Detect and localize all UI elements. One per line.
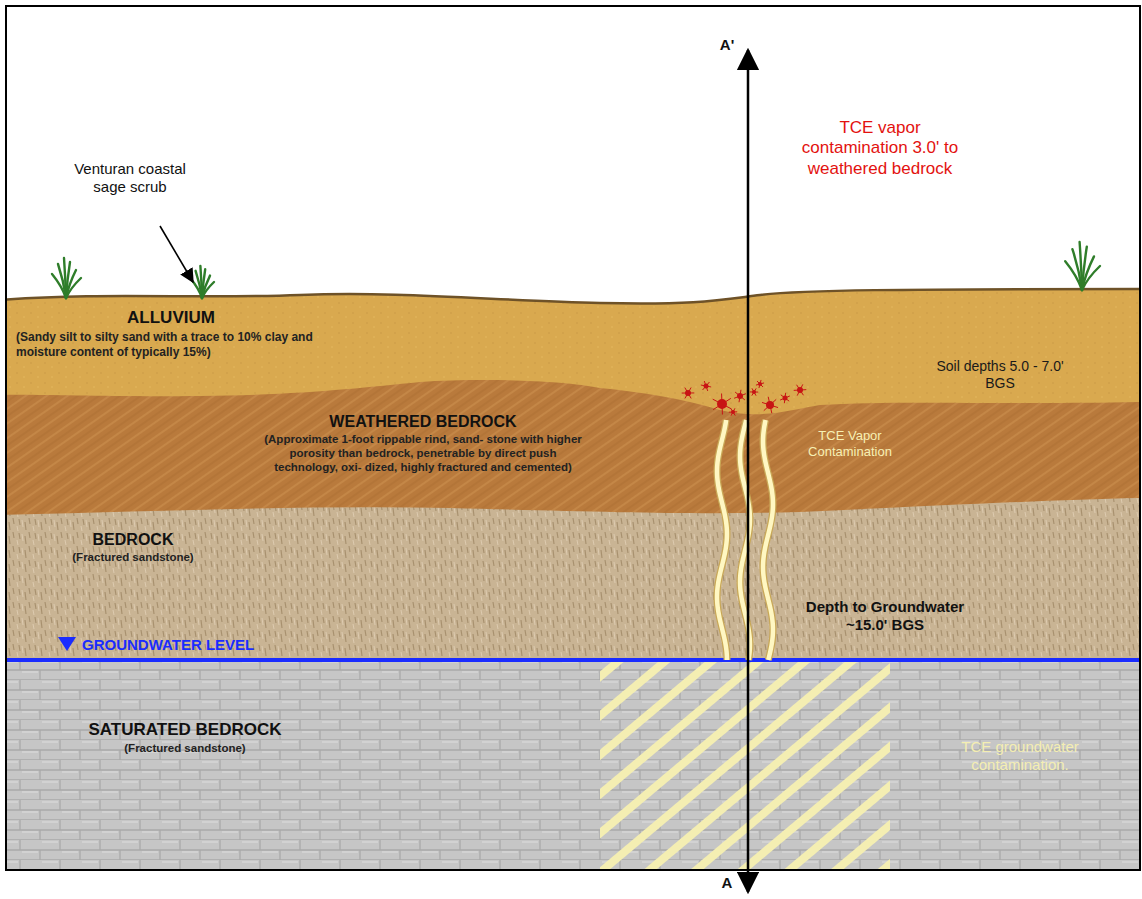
layer-band: ALLUVIUM(Sandy silt to silty sand with a… [16,308,326,366]
ground-surface [7,289,1139,303]
vapor-plume [717,420,773,660]
groundwater-level-line [7,658,1139,662]
layer-name: WEATHERED BEDROCK [262,412,584,431]
depth-note: Soil depths 5.0 - 7.0' BGS [930,358,1070,392]
section-line [747,50,750,892]
water-table-label: GROUNDWATER LEVEL [82,636,312,654]
layer-description: (Approximate 1-foot rippable rind, sand-… [262,433,584,474]
groundwater-plume-hatch [600,662,890,869]
tce-release [682,380,807,416]
frame [6,6,1140,870]
layer-band: BEDROCK (Fractured sandstone) [48,530,218,571]
water-table-symbol [58,637,76,651]
layer-description: (Fractured sandstone) [60,742,310,756]
contamination-note: TCE vapor contamination 3.0' to weathere… [785,118,975,179]
plume-label: TCE groundwater contamination. [920,738,1120,774]
leader-arrow [160,226,193,282]
layer-band: WEATHERED BEDROCK (Approximate 1-foot rip… [262,412,584,481]
layer-description: (Fractured sandstone) [48,551,218,565]
layer-description: (Sandy silt to silty sand with a trace t… [16,330,326,359]
depth-note: Depth to Groundwater ~15.0' BGS [790,598,980,634]
plant-label: Venturan coastal sage scrub [60,160,200,196]
vegetation [52,242,1100,298]
section-end-label: A' [712,36,742,54]
layer-name: ALLUVIUM [16,308,326,328]
section-end-label: A [712,874,742,892]
layer-band: SATURATED BEDROCK (Fractured sandstone) [60,720,310,763]
saturated-bedrock-layer [7,660,1139,869]
layer-name: BEDROCK [48,530,218,549]
layer-name: SATURATED BEDROCK [60,720,310,740]
vapor-label: TCE Vapor Contamination [790,428,910,459]
